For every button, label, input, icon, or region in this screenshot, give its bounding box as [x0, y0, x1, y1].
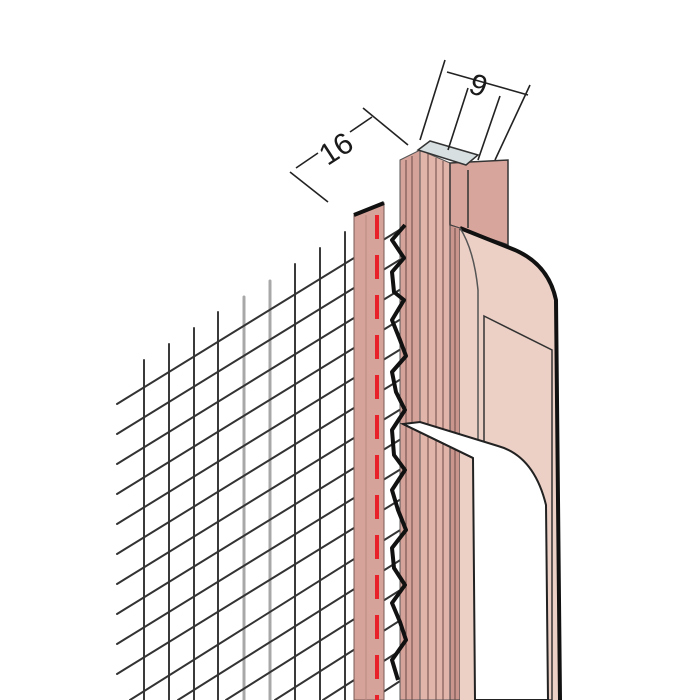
protective-tape-top [416, 140, 480, 166]
dimension-label-16: 16 [313, 126, 359, 172]
profile-body [390, 140, 562, 700]
dimension-label-9: 9 [465, 68, 492, 105]
protective-tape-strip [399, 420, 550, 700]
zigzag-clip [390, 223, 408, 681]
plaster-strip [353, 201, 385, 700]
dimension-16: 16 [289, 107, 409, 203]
